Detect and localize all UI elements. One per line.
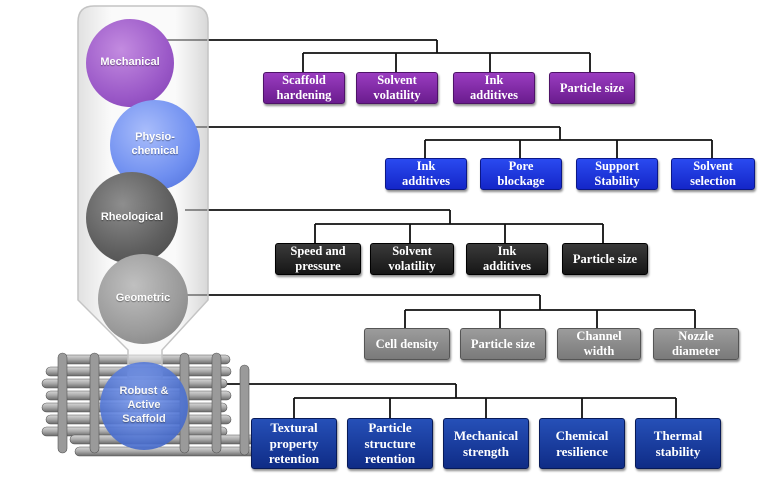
factor-box: Nozzle diameter: [653, 328, 739, 360]
stage-circle-physiochemical: Physio- chemical: [110, 100, 200, 190]
stage-circle-geometric: Geometric: [98, 254, 188, 344]
factor-box: Particle size: [460, 328, 546, 360]
property-box: Mechanical strength: [443, 418, 529, 469]
result-label: Robust & Active Scaffold: [119, 385, 169, 425]
property-box: Particle structure retention: [347, 418, 433, 469]
stage-label: Geometric: [115, 292, 171, 305]
factor-box: Solvent selection: [671, 158, 755, 190]
property-box: Chemical resilience: [539, 418, 625, 469]
stage-circle-mechanical: Mechanical: [86, 19, 174, 107]
factor-box: Particle size: [549, 72, 635, 104]
factor-box: Scaffold hardening: [263, 72, 345, 104]
stage-circle-rheological: Rheological: [86, 172, 178, 264]
stage-label: Physio- chemical: [131, 131, 179, 157]
factor-box: Channel width: [557, 328, 641, 360]
factor-box: Ink additives: [385, 158, 467, 190]
result-circle: Robust & Active Scaffold: [100, 362, 188, 450]
factor-box: Pore blockage: [480, 158, 562, 190]
property-box: Thermal stability: [635, 418, 721, 469]
property-box: Textural property retention: [251, 418, 337, 469]
factor-box: Solvent volatility: [370, 243, 454, 275]
stage-label: Rheological: [100, 211, 164, 224]
factor-box: Ink additives: [466, 243, 548, 275]
factor-box: Ink additives: [453, 72, 535, 104]
factor-box: Cell density: [364, 328, 450, 360]
stage-label: Mechanical: [100, 56, 160, 69]
factor-box: Speed and pressure: [275, 243, 361, 275]
factor-box: Particle size: [562, 243, 648, 275]
factor-box: Solvent volatility: [356, 72, 438, 104]
factor-box: Support Stability: [576, 158, 658, 190]
